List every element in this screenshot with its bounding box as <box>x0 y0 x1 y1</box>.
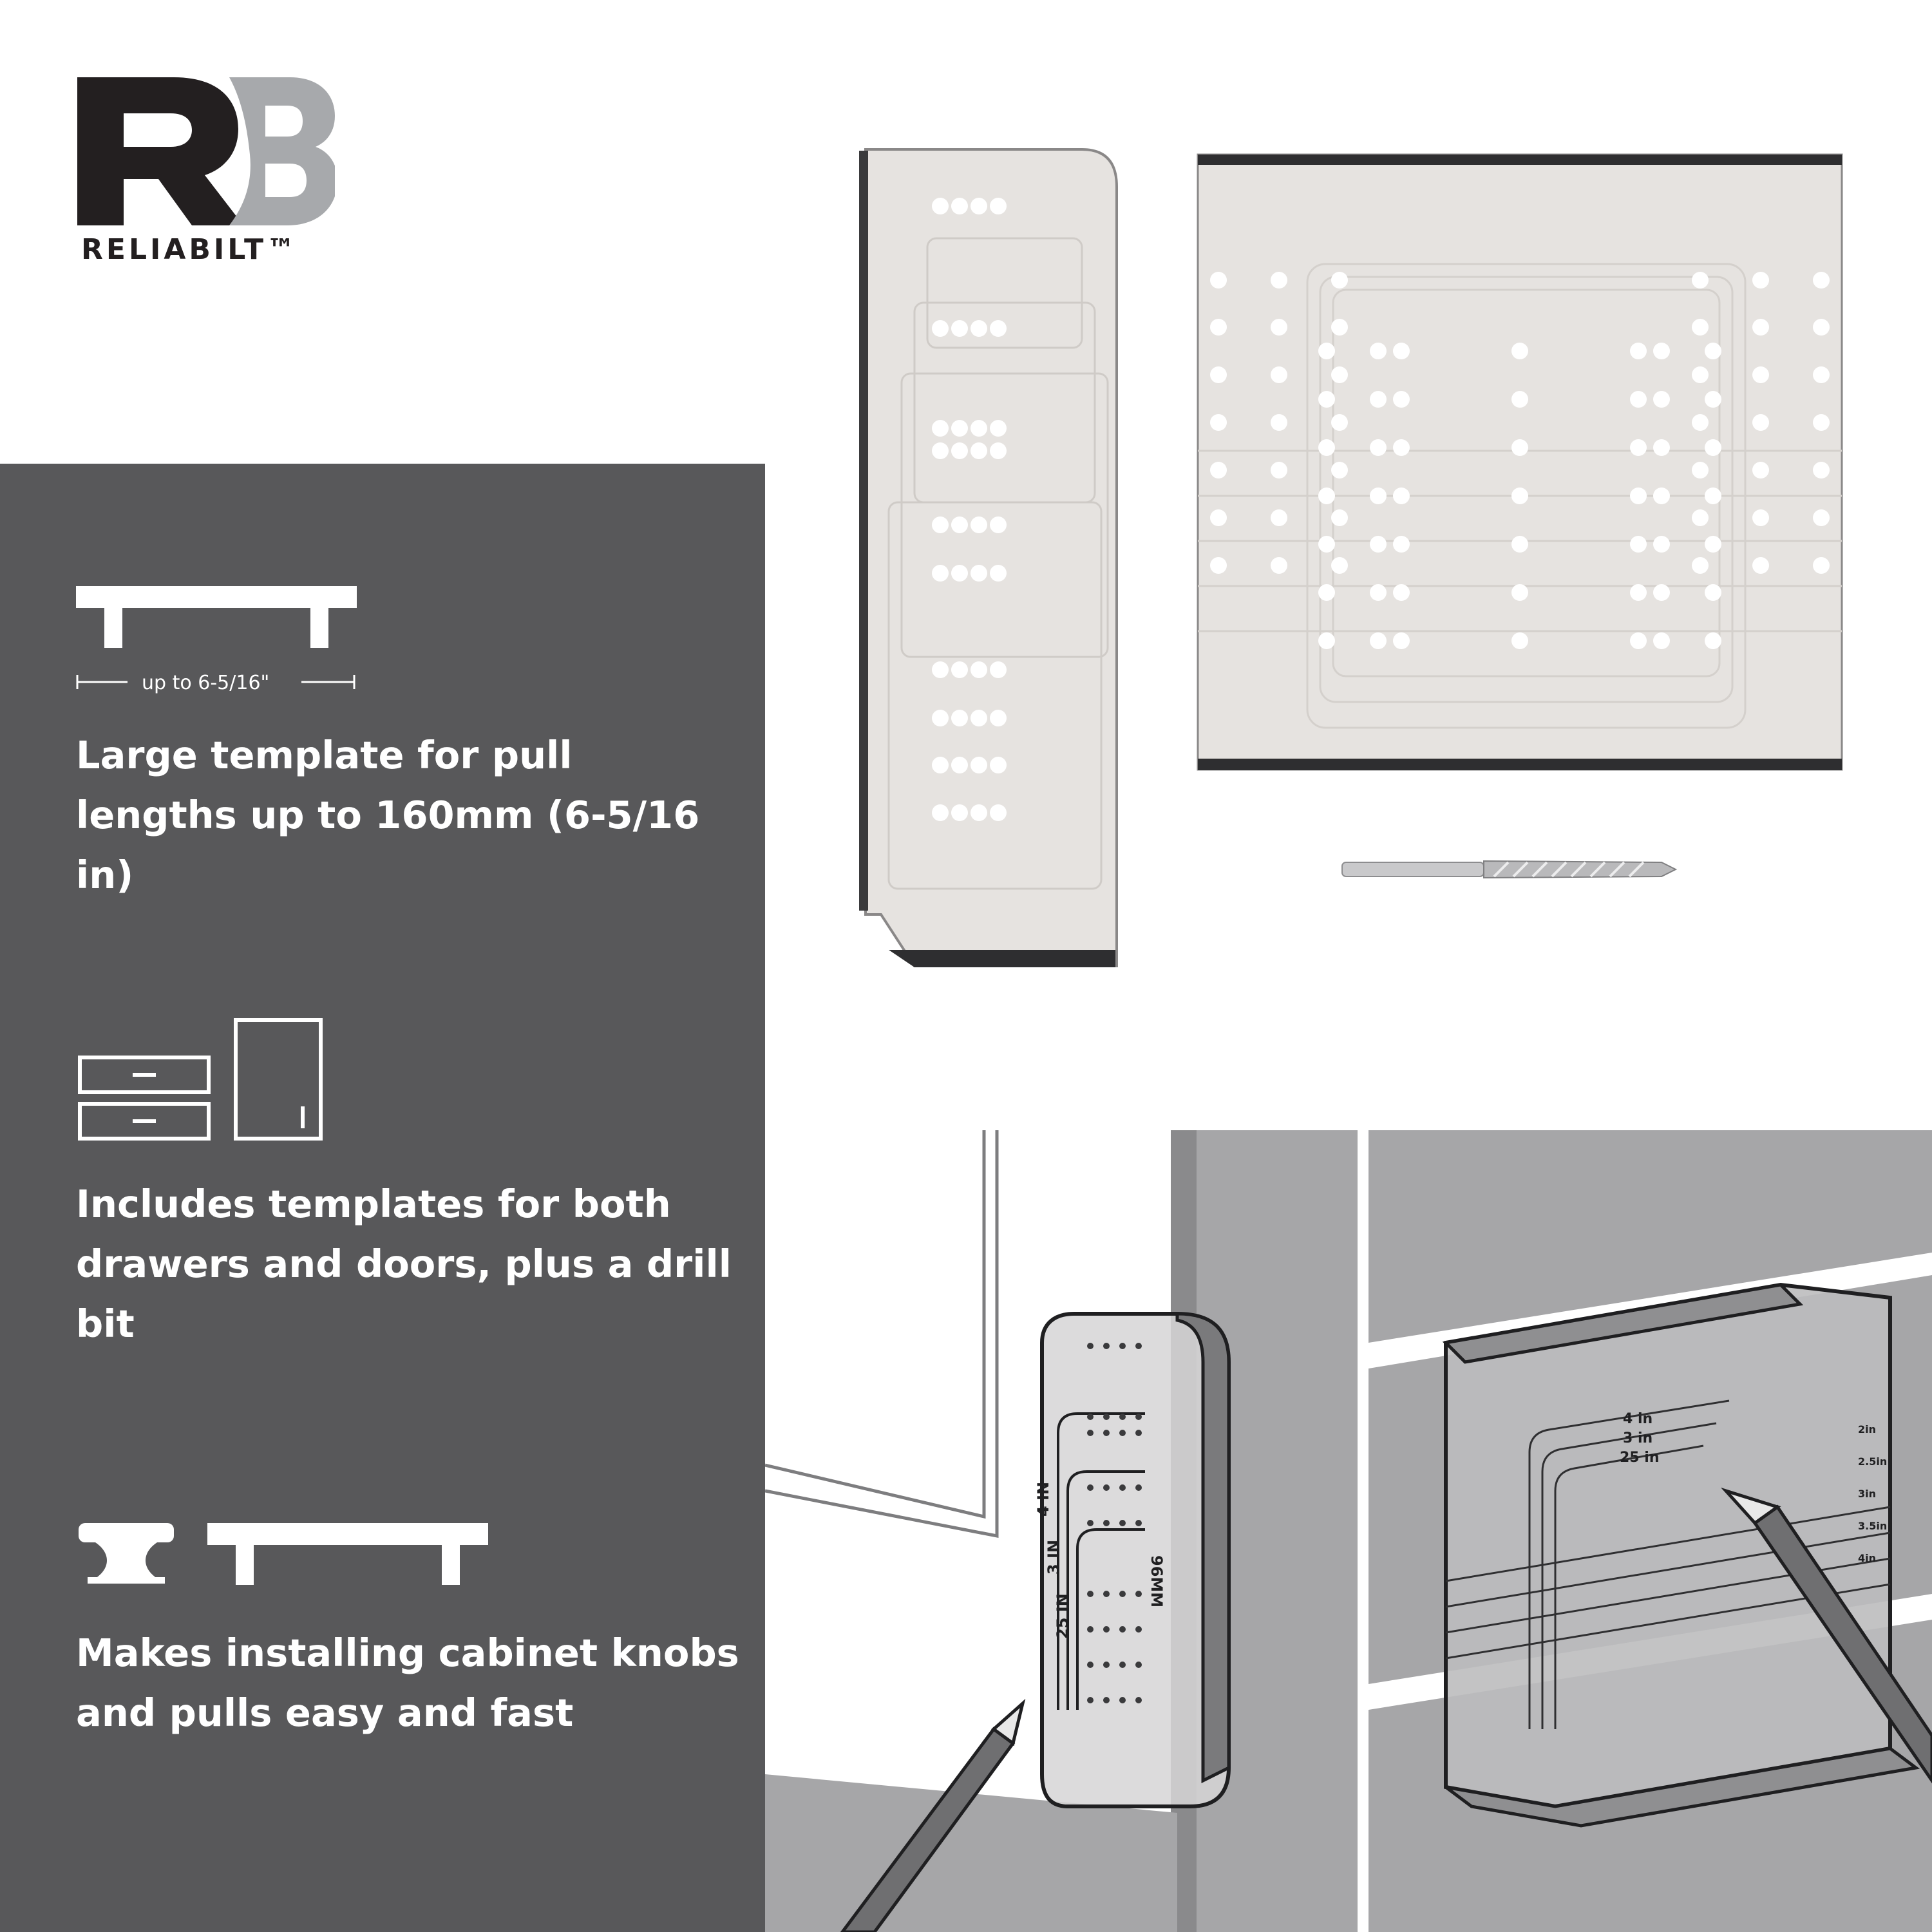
feature-pull-length-text: Large template for pull lengths up to 16… <box>76 733 700 897</box>
pencil-icon <box>840 1698 1026 1932</box>
drawer-label-25in-small: 2.5in <box>1858 1455 1887 1468</box>
brand-wordmark: RELIABILT™ <box>81 233 299 266</box>
scene-divider <box>1358 1130 1368 1932</box>
drawer-label-4in: 4 in <box>1623 1411 1653 1427</box>
door-label-4in: 4 IN <box>1034 1482 1052 1517</box>
drawer-template-product <box>1197 153 1843 771</box>
drawer-label-3in: 3 in <box>1623 1430 1653 1446</box>
drawer-label-25in: 25 in <box>1620 1450 1659 1466</box>
drawer-label-35in: 3.5in <box>1858 1520 1887 1532</box>
pull-length-dimension-label: up to 6-5/16" <box>142 672 270 694</box>
feature-included-templates: Includes templates for both drawers and … <box>76 1174 739 1354</box>
pencil-icon <box>1721 1487 1932 1784</box>
dimension-line-icon <box>76 675 355 689</box>
rb-monogram <box>77 77 335 225</box>
door-template-holes <box>932 198 1007 821</box>
door-label-96mm: 96MM <box>1148 1555 1166 1607</box>
brand-logo: RELIABILT™ <box>77 77 374 270</box>
feature-pull-length: Large template for pull lengths up to 16… <box>76 725 739 905</box>
drawer-label-3in-small: 3in <box>1858 1488 1876 1500</box>
feature-easy-install: Makes installing cabinet knobs and pulls… <box>76 1623 739 1743</box>
knob-and-pull-icon <box>79 1523 488 1585</box>
drawer-label-2in: 2in <box>1858 1423 1876 1435</box>
feature-easy-install-text: Makes installing cabinet knobs and pulls… <box>76 1631 739 1735</box>
drill-bit-product <box>1341 860 1678 879</box>
door-template-usage-illustration: 4 IN 3 IN 25 IN 96MM <box>765 1130 1358 1932</box>
door-template-product <box>859 148 1118 967</box>
door-label-3in: 3 IN <box>1045 1540 1063 1575</box>
door-label-25in: 25 IN <box>1054 1593 1072 1639</box>
drawers-and-door-icon <box>78 1018 323 1141</box>
feature-included-templates-text: Includes templates for both drawers and … <box>76 1182 732 1346</box>
drawer-template-holes <box>1210 272 1830 649</box>
features-panel <box>0 464 765 1932</box>
drawer-label-4in-small: 4in <box>1858 1552 1876 1564</box>
bar-pull-icon <box>76 586 357 648</box>
drawer-template-usage-illustration: 4 in 3 in 25 in 2in 2.5in 3in 3.5in 4in <box>1368 1130 1932 1932</box>
